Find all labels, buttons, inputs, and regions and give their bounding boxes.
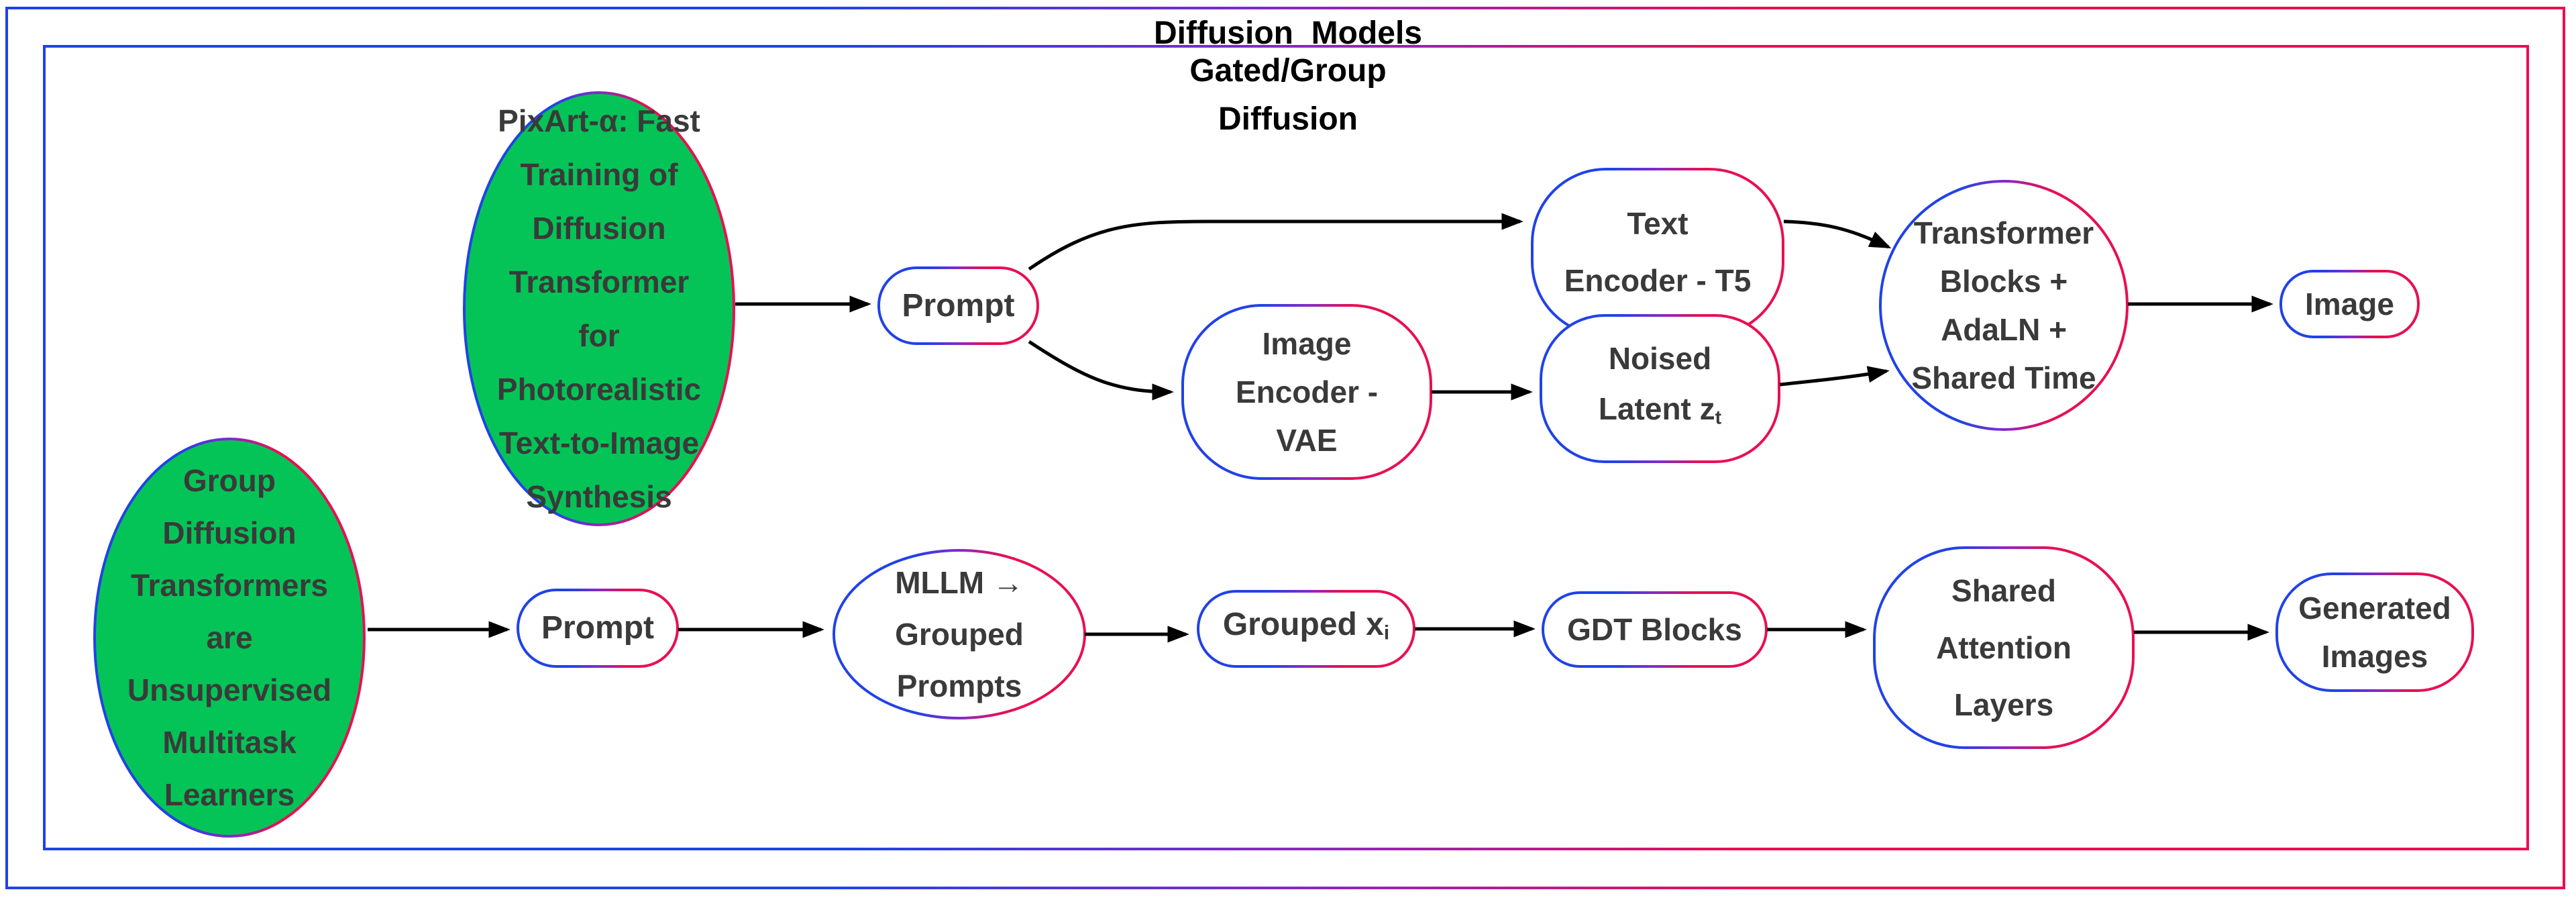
group-diffusion-paper-ellipse bbox=[93, 438, 366, 838]
arrow-text-encoder-to-transformer bbox=[1783, 219, 1892, 249]
grouped-xi-node bbox=[1197, 590, 1415, 668]
transformer-blocks-node bbox=[1879, 180, 2129, 431]
text-encoder-t5-node bbox=[1531, 168, 1784, 337]
inner-border-frame bbox=[43, 45, 2529, 850]
outer-border-frame bbox=[5, 7, 2565, 889]
generated-images-node bbox=[2275, 572, 2474, 692]
mllm-grouped-prompts-node bbox=[833, 549, 1086, 719]
image-node bbox=[2279, 270, 2420, 338]
shared-attention-layers-node bbox=[1873, 546, 2135, 749]
noised-latent-node bbox=[1540, 314, 1780, 463]
arrow-prompt-to-text-encoder bbox=[1028, 213, 1523, 271]
gdt-blocks-node bbox=[1542, 591, 1768, 668]
image-encoder-vae-node bbox=[1181, 304, 1432, 480]
arrow-noised-latent-to-transformer bbox=[1779, 366, 1890, 387]
pixart-paper-ellipse bbox=[463, 91, 735, 526]
prompt-node-top bbox=[877, 266, 1039, 345]
prompt-node-bottom bbox=[517, 589, 679, 668]
arrow-prompt-to-image-encoder bbox=[1028, 340, 1174, 401]
